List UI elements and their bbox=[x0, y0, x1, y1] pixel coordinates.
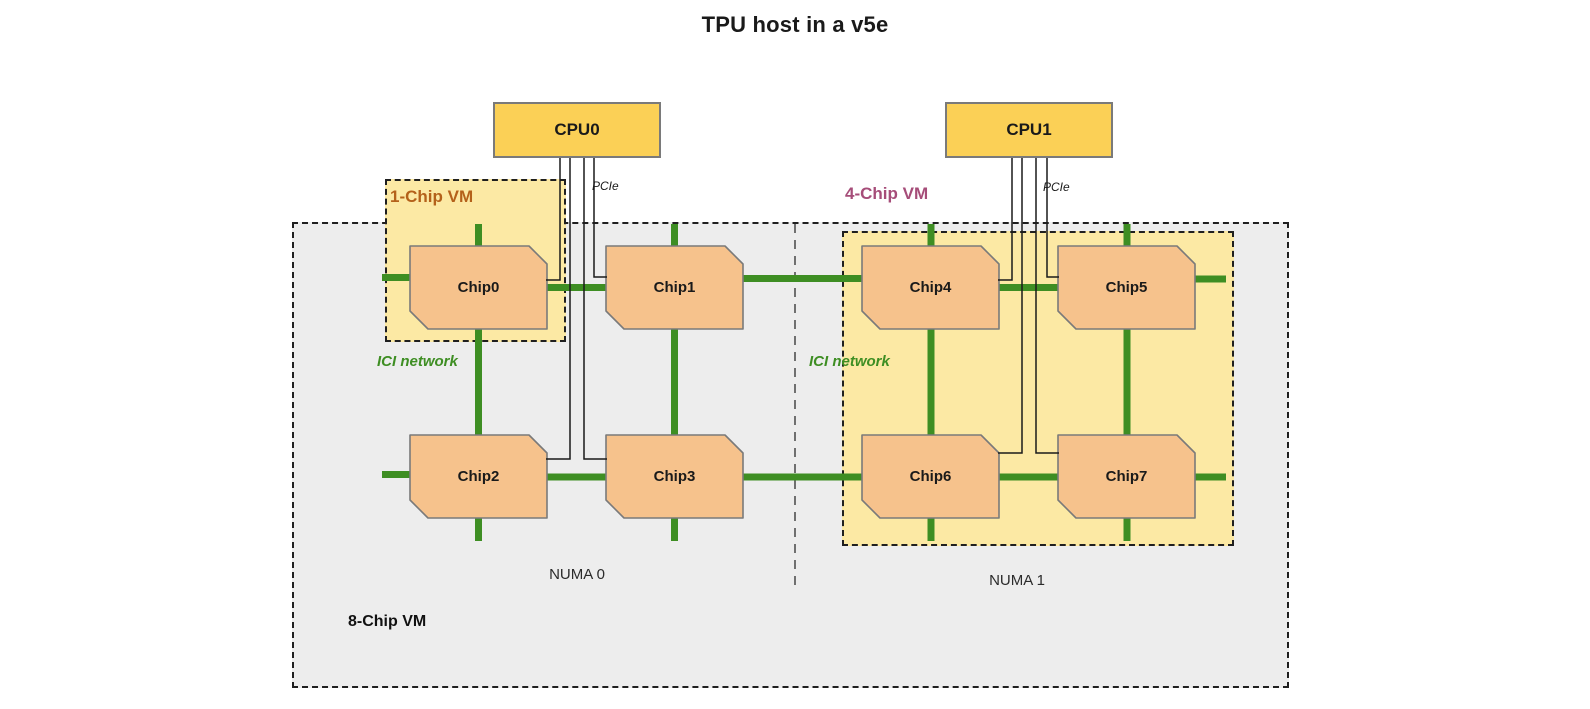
chip1-label: Chip1 bbox=[653, 279, 696, 296]
cpu1-box: CPU1 bbox=[945, 102, 1113, 158]
chip2-label: Chip2 bbox=[457, 468, 500, 485]
four-chip-vm-label: 4-Chip VM bbox=[845, 184, 929, 203]
numa0-label: NUMA 0 bbox=[549, 566, 605, 583]
ici-network-label-left: ICI network bbox=[377, 353, 458, 370]
cpu1-label: CPU1 bbox=[1006, 120, 1052, 139]
chip7-label: Chip7 bbox=[1105, 468, 1148, 485]
chip4-label: Chip4 bbox=[909, 279, 952, 296]
cpu0-box: CPU0 bbox=[493, 102, 661, 158]
one-chip-vm-label: 1-Chip VM bbox=[390, 187, 474, 206]
pcie-label-cpu0: PCIe bbox=[592, 179, 619, 193]
cpu0-label: CPU0 bbox=[554, 120, 600, 139]
chip3-label: Chip3 bbox=[653, 468, 696, 485]
ici-network-label-right: ICI network bbox=[809, 353, 890, 370]
eight-chip-vm-label: 8-Chip VM bbox=[348, 613, 427, 630]
pcie-label-cpu1: PCIe bbox=[1043, 180, 1070, 194]
chip0-label: Chip0 bbox=[457, 279, 500, 296]
chip5-label: Chip5 bbox=[1105, 279, 1148, 296]
page-title: TPU host in a v5e bbox=[701, 12, 889, 37]
chip6-label: Chip6 bbox=[909, 468, 952, 485]
numa1-label: NUMA 1 bbox=[989, 572, 1045, 589]
